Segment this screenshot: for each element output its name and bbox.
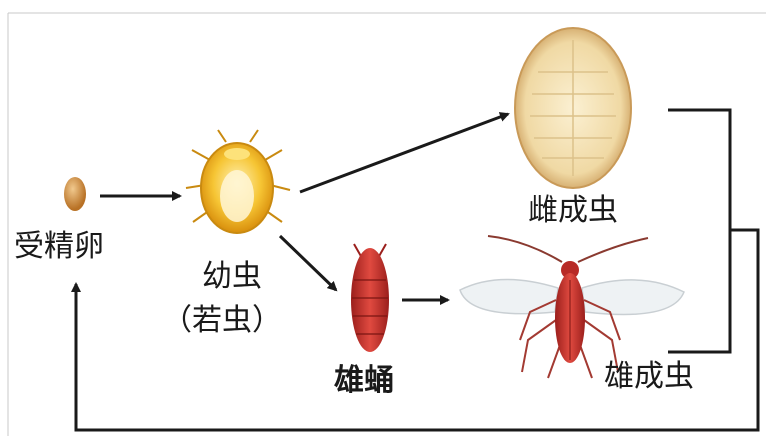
egg-label: 受精卵 xyxy=(14,232,104,262)
male-pupa-label: 雄蛹 xyxy=(334,366,394,396)
arrow-nymph-to-female xyxy=(300,114,508,192)
nymph-label-alt: （若虫） xyxy=(162,306,282,336)
male-adult-label: 雄成虫 xyxy=(604,362,694,392)
male-adult-image xyxy=(460,236,684,378)
female-adult-label: 雌成虫 xyxy=(528,196,618,226)
adults-bracket xyxy=(668,110,730,352)
female-adult-image xyxy=(515,28,631,188)
nymph-image xyxy=(186,130,290,233)
egg-image xyxy=(64,177,86,211)
arrow-nymph-to-pupa xyxy=(280,236,336,290)
nymph-label: 幼虫 xyxy=(202,262,262,292)
male-pupa-image xyxy=(351,244,389,352)
